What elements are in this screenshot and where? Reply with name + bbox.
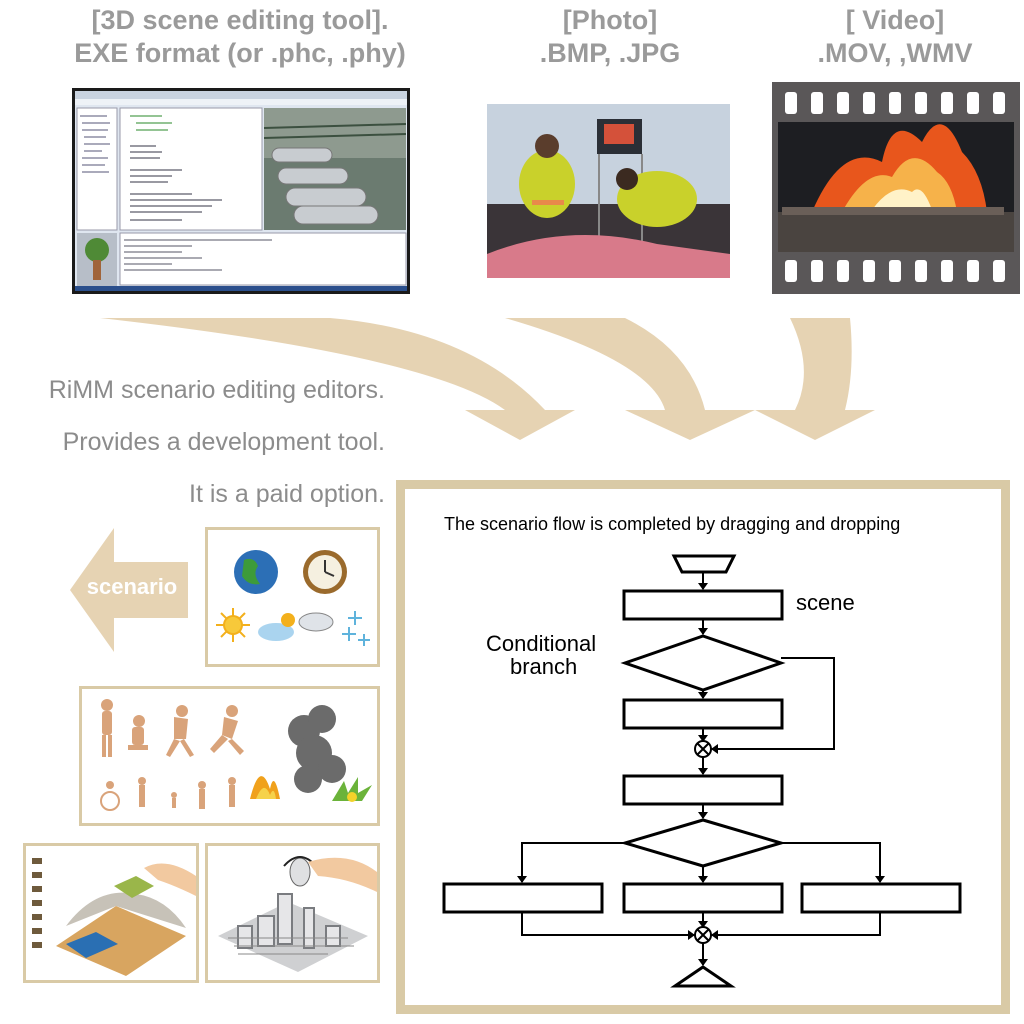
- photo-header-line1: [Photo]: [562, 5, 658, 35]
- process-node-center[interactable]: [622, 882, 784, 914]
- scenario-arrow-shape: [70, 528, 188, 652]
- cloudy-icon: [258, 623, 294, 641]
- facility-panel-image: [218, 856, 377, 972]
- process-node-left[interactable]: [442, 882, 604, 914]
- video-header: [ Video] .MOV, ,WMV: [770, 4, 1020, 70]
- process-node-2[interactable]: [622, 774, 784, 806]
- weather-time-panel-image: [216, 550, 370, 646]
- tool-header: [3D scene editing tool]. EXE format (or …: [40, 4, 440, 70]
- start-node[interactable]: [671, 554, 737, 574]
- facility-panel[interactable]: [205, 843, 380, 983]
- rescue-photo-image: [487, 104, 730, 278]
- scene-node[interactable]: [622, 589, 784, 621]
- branch-node-2[interactable]: [619, 818, 787, 868]
- scenario-flowchart[interactable]: The scenario flow is completed by draggi…: [396, 480, 1010, 1014]
- end-node[interactable]: [670, 965, 736, 988]
- side-text-line1: RiMM scenario editing editors.: [48, 376, 385, 404]
- scenario-arrow-label: scenario: [86, 574, 178, 599]
- scenario-arrow[interactable]: scenario: [70, 528, 198, 652]
- import-arrows: [100, 318, 875, 440]
- weather-time-panel[interactable]: [205, 527, 380, 667]
- terrain-panel-image: [32, 858, 196, 976]
- globe-icon: [234, 550, 278, 594]
- rescue-photo: [487, 104, 730, 278]
- video-arrow: [755, 318, 875, 440]
- branch-label-line1: Conditional: [486, 631, 596, 656]
- flowchart-title: The scenario flow is completed by draggi…: [444, 514, 900, 534]
- photo-arrow: [505, 318, 755, 440]
- photo-header-line2: .BMP, .JPG: [539, 38, 681, 68]
- snow-icon: [342, 611, 370, 646]
- process-node-1[interactable]: [622, 698, 784, 730]
- side-text-line2: Provides a development tool.: [62, 428, 385, 456]
- terrain-panel[interactable]: [23, 843, 199, 983]
- explosion-icon: [332, 777, 372, 801]
- video-filmstrip-image: [772, 82, 1020, 294]
- side-text-line3: It is a paid option.: [189, 480, 385, 508]
- scene-label: scene: [796, 590, 855, 615]
- smoke-icon: [288, 705, 346, 793]
- video-filmstrip: [772, 82, 1020, 294]
- editor-screenshot-image: [75, 91, 407, 291]
- characters-effects-panel[interactable]: [79, 686, 380, 826]
- branch-label-line2: branch: [510, 654, 577, 679]
- flow-arrowheads: [517, 583, 885, 966]
- cloud-icon: [298, 612, 334, 632]
- process-node-right[interactable]: [800, 882, 962, 914]
- tool-header-line1: [3D scene editing tool].: [91, 5, 389, 35]
- editor-screenshot: [72, 88, 410, 294]
- photo-header: [Photo] .BMP, .JPG: [490, 4, 730, 70]
- video-header-line2: .MOV, ,WMV: [817, 38, 973, 68]
- branch-node-1[interactable]: [620, 634, 786, 692]
- characters-effects-panel-image: [100, 699, 372, 811]
- tool-arrow: [100, 318, 575, 440]
- tool-header-line2: EXE format (or .phc, .phy): [74, 38, 406, 68]
- video-header-line1: [ Video]: [845, 5, 945, 35]
